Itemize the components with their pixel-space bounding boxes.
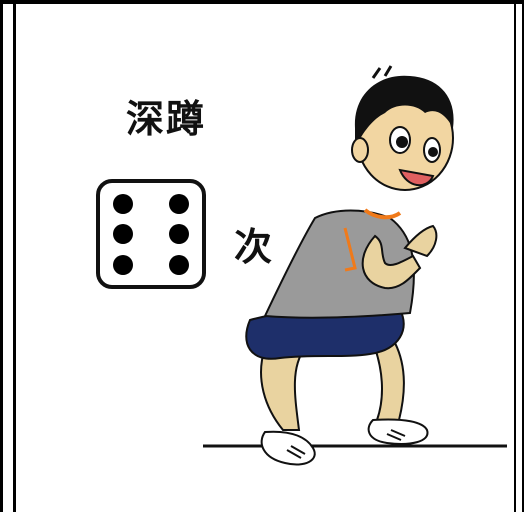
left-border-line [13,0,16,512]
right-border-line [514,0,516,512]
squatting-boy-illustration [195,58,515,482]
exercise-title: 深蹲 [126,97,207,141]
count-unit-label: 次 [234,225,273,269]
dice-six-icon [95,178,207,294]
